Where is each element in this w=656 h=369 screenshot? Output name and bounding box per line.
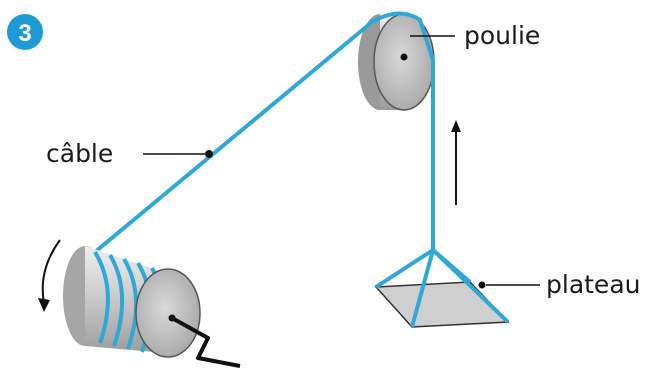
winch-drum — [63, 246, 241, 368]
pulley — [358, 13, 435, 111]
badge-circle — [7, 14, 43, 50]
cable-point — [205, 150, 213, 158]
cable-line — [93, 11, 435, 254]
label-tray: plateau — [546, 270, 640, 299]
drum-front-face — [135, 268, 201, 358]
leader-lines — [143, 35, 540, 286]
figure-number-badge: 3 — [7, 14, 43, 50]
tray-point — [478, 281, 486, 289]
tray — [374, 248, 510, 328]
label-cable: câble — [46, 139, 113, 168]
rotation-arrow-icon — [38, 239, 61, 312]
pulley-axle — [400, 53, 408, 61]
tray-suspension-cables — [374, 248, 510, 328]
figure-number: 3 — [18, 20, 31, 47]
up-arrow-icon — [451, 120, 461, 205]
label-pulley: poulie — [464, 21, 540, 50]
pulley-face — [373, 13, 435, 111]
crank-handle — [171, 316, 241, 368]
cable — [93, 11, 435, 254]
